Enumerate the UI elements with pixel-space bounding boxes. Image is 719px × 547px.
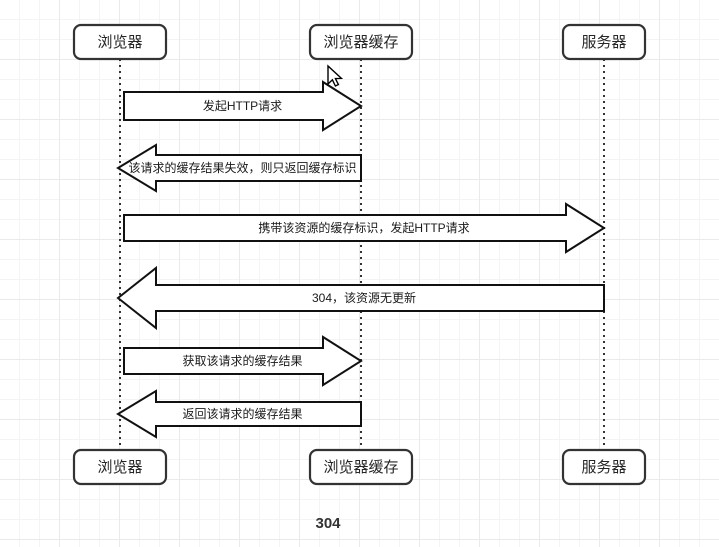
message-m4[interactable]: 304，该资源无更新 [116,265,605,331]
actor-label-browser-cache: 浏览器缓存 [323,34,398,51]
mouse-cursor-icon [327,64,344,87]
message-arrow-shape [123,335,363,387]
actor-top-server[interactable]: 服务器 [561,23,647,61]
actor-label-server: 服务器 [581,34,626,51]
message-label-m3: 携带该资源的缓存标识，发起HTTP请求 [258,220,469,235]
actor-label-browser: 浏览器 [97,34,142,51]
actor-box-shape [561,448,647,486]
message-label-m6: 返回该请求的缓存结果 [182,406,302,421]
actor-box-shape [308,448,414,486]
message-label-m4: 304，该资源无更新 [312,290,416,305]
actor-label-server: 服务器 [581,459,626,476]
message-arrow-shape [123,202,606,254]
actor-label-browser: 浏览器 [97,459,142,476]
lifelines-layer [119,59,605,450]
actor-bottom-browser[interactable]: 浏览器 [72,448,168,486]
message-m5[interactable]: 获取该请求的缓存结果 [123,335,363,387]
actor-top-browser-cache[interactable]: 浏览器缓存 [308,23,414,61]
actor-top-browser[interactable]: 浏览器 [72,23,168,61]
message-label-m1: 发起HTTP请求 [203,98,282,113]
actor-box-shape [72,23,168,61]
message-arrow-shape [123,80,363,132]
diagram-caption: 304 [315,515,341,532]
message-m1[interactable]: 发起HTTP请求 [123,80,363,132]
messages-layer: 发起HTTP请求该请求的缓存结果失效，则只返回缓存标识携带该资源的缓存标识，发起… [116,80,606,439]
message-arrow-shape [116,389,362,439]
message-m6[interactable]: 返回该请求的缓存结果 [116,389,362,439]
actor-box-shape [72,448,168,486]
actor-box-shape [561,23,647,61]
actor-box-shape [308,23,414,61]
message-arrow-shape [116,143,362,193]
message-m2[interactable]: 该请求的缓存结果失效，则只返回缓存标识 [116,143,362,193]
message-label-m2: 该请求的缓存结果失效，则只返回缓存标识 [128,160,356,175]
actor-bottom-server[interactable]: 服务器 [561,448,647,486]
actors-layer: 浏览器浏览器缓存服务器浏览器浏览器缓存服务器 [72,23,647,486]
cursor-layer [327,64,344,87]
actor-label-browser-cache: 浏览器缓存 [323,459,398,476]
actor-bottom-browser-cache[interactable]: 浏览器缓存 [308,448,414,486]
message-label-m5: 获取该请求的缓存结果 [182,353,302,368]
message-arrow-shape [116,265,605,331]
message-m3[interactable]: 携带该资源的缓存标识，发起HTTP请求 [123,202,606,254]
